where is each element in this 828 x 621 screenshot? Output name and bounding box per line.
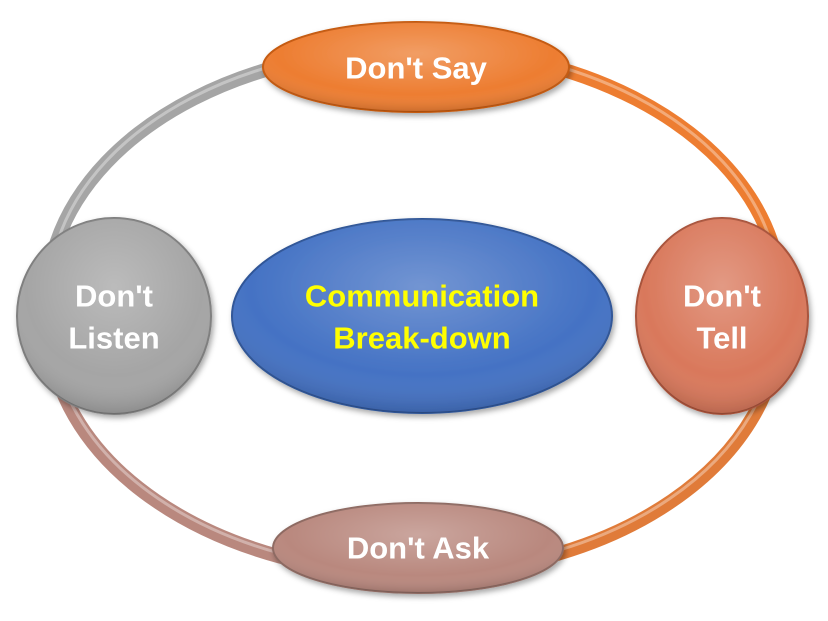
node-dont-listen-line1: Don't [75,279,153,314]
node-dont-say-label: Don't Say [345,51,487,86]
node-dont-say [262,21,570,113]
node-dont-ask [272,502,564,594]
node-dont-tell [635,217,809,415]
node-dont-listen [16,217,212,415]
node-dont-tell-line1: Don't [683,279,761,314]
center-node [231,218,613,414]
node-dont-listen-line2: Listen [68,321,159,356]
node-dont-ask-label: Don't Ask [347,531,490,566]
center-label-line2: Break-down [333,321,510,356]
node-dont-tell-line2: Tell [696,321,747,356]
center-label-line1: Communication [305,279,539,314]
